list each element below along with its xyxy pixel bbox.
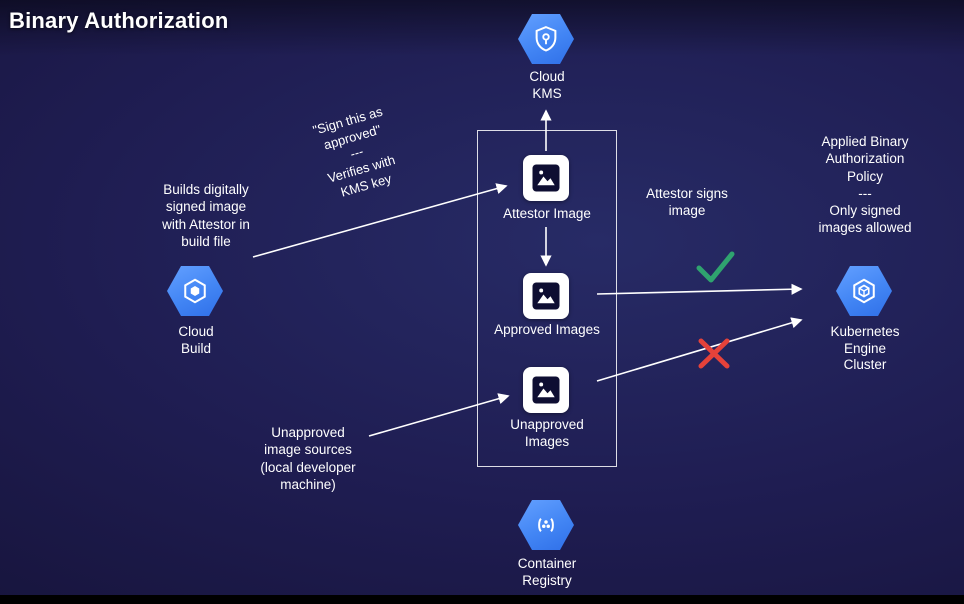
image-icon <box>532 282 560 310</box>
sign-note: "Sign this as approved" --- Verifies wit… <box>311 103 397 200</box>
arrow-approved-to-kubernetes <box>596 283 803 295</box>
unapproved-images-node <box>523 367 569 413</box>
policy-note: Applied Binary Authorization Policy --- … <box>818 134 912 236</box>
image-icon <box>532 164 560 192</box>
container-registry-label: Container Registry <box>517 556 577 588</box>
kubernetes-engine-icon <box>853 278 875 304</box>
image-registry-box <box>477 130 617 467</box>
unapproved-images-label: Unapproved Images <box>510 417 584 449</box>
kubernetes-engine-label: Kubernetes Engine Cluster <box>830 324 900 373</box>
cloud-build-icon <box>184 278 206 304</box>
arrow-unapproved-to-kubernetes <box>596 317 803 382</box>
container-registry-icon <box>538 518 554 532</box>
cloud-kms-label: Cloud KMS <box>529 69 565 101</box>
cloud-build-label: Cloud Build <box>178 324 214 356</box>
approved-images-label: Approved Images <box>494 322 600 337</box>
image-icon <box>532 376 560 404</box>
container-registry-node <box>518 500 574 550</box>
unapproved-sources-note: Unapproved image sources (local develope… <box>260 425 356 492</box>
attestor-image-label: Attestor Image <box>503 206 591 221</box>
approved-images-node <box>523 273 569 319</box>
cross-icon <box>698 338 730 369</box>
arrow-build-to-attestor <box>252 183 508 258</box>
builds-note: Builds digitally signed image with Attes… <box>162 182 250 249</box>
letterbox-bar <box>0 595 964 604</box>
cloud-build-node <box>167 266 223 316</box>
attestor-signs-note: Attestor signs image <box>646 186 728 219</box>
page-title: Binary Authorization <box>9 8 229 33</box>
cloud-kms-node <box>518 14 574 64</box>
kms-shield-key-icon <box>535 26 557 52</box>
kubernetes-engine-node <box>836 266 892 316</box>
check-icon <box>696 251 735 283</box>
attestor-image-node <box>523 155 569 201</box>
